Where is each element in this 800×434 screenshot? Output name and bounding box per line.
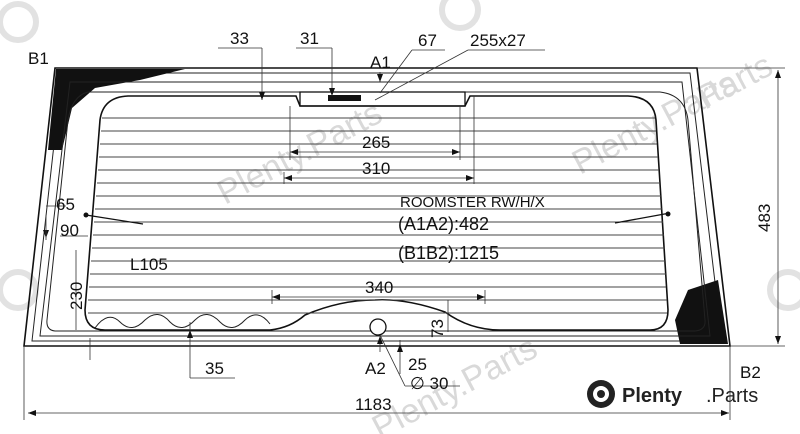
dimension-1183: 1183	[355, 395, 392, 414]
corner-label-b1: B1	[28, 49, 49, 68]
dimension-25: 25	[408, 355, 427, 374]
dimension-230: 230	[67, 282, 86, 310]
watermark-text: Plenty.Parts	[366, 329, 543, 434]
dimension-dia-30: ∅ 30	[410, 374, 448, 393]
ceramic-corner-bottom-right	[675, 280, 728, 344]
scalloped-edge	[94, 314, 271, 329]
print-border-line	[46, 91, 706, 332]
dimension-31: 31	[300, 29, 319, 48]
dimension-255x27: 255x27	[470, 31, 526, 50]
corner-label-a1: A1	[370, 53, 391, 72]
dimension-33: 33	[230, 29, 249, 48]
wiper-arm-right	[614, 212, 671, 224]
a1a2-measure: (A1A2):482	[398, 214, 489, 234]
model-label: ROOMSTER RW/H/X	[400, 194, 545, 211]
dimension-65: 65	[56, 195, 75, 214]
watermark-logo-icon	[439, 0, 481, 31]
dimension-310: 310	[362, 159, 390, 178]
watermark-text: Plenty.Parts	[211, 94, 388, 212]
dimension-l105: L105	[130, 255, 168, 274]
watermark-text: Parts	[691, 46, 779, 117]
dimension-265: 265	[362, 133, 390, 152]
glass-inner-border	[39, 81, 711, 337]
dimension-340: 340	[365, 278, 393, 297]
stop-light-notch	[299, 91, 466, 107]
wiper-arm-left	[85, 214, 144, 225]
dimension-90: 90	[60, 221, 79, 240]
watermark-logo-icon	[0, 269, 39, 311]
b1b2-measure: (B1B2):1215	[398, 243, 499, 263]
watermark-logo-icon	[767, 269, 800, 311]
wiper-pivot-left	[83, 212, 89, 218]
brand-logo: Plenty .Parts	[587, 380, 758, 408]
dimension-483: 483	[755, 204, 774, 232]
dimension-73: 73	[428, 319, 447, 338]
dimension-67: 67	[418, 31, 437, 50]
stop-light-mount	[328, 95, 361, 101]
wiper-pivot-right	[665, 211, 671, 217]
corner-label-a2: A2	[365, 359, 386, 378]
watermark-logo-icon	[0, 1, 39, 43]
dimension-35: 35	[205, 359, 224, 378]
brand-suffix: .Parts	[706, 385, 758, 407]
brand-name: Plenty	[622, 385, 683, 407]
heating-grid	[88, 117, 667, 314]
wiper-hole	[369, 318, 387, 336]
ceramic-corner-top-left	[48, 69, 185, 150]
corner-label-b2: B2	[740, 363, 761, 382]
